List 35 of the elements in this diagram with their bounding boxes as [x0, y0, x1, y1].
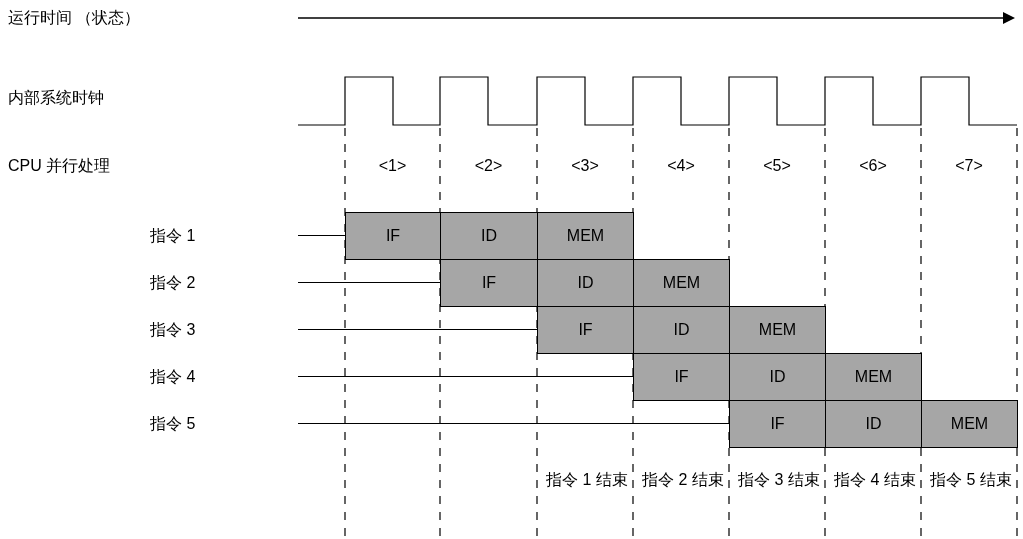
- pipeline-stage: IF: [633, 353, 730, 401]
- pipeline-stage: ID: [729, 353, 826, 401]
- instruction-label: 指令 2: [150, 273, 196, 293]
- pipeline-stage: MEM: [921, 400, 1018, 448]
- instruction-label: 指令 4: [150, 367, 196, 387]
- cycle-number: <5>: [762, 156, 792, 176]
- cycle-number: <3>: [570, 156, 600, 176]
- pipeline-stage: ID: [633, 306, 730, 354]
- pipeline-stage: ID: [537, 259, 634, 307]
- end-note: 指令 3 结束: [738, 470, 820, 490]
- cycle-number: <7>: [954, 156, 984, 176]
- pipeline-stage: IF: [440, 259, 538, 307]
- pipeline-stage: IF: [537, 306, 634, 354]
- instruction-label: 指令 1: [150, 226, 196, 246]
- instruction-label: 指令 3: [150, 320, 196, 340]
- end-note: 指令 5 结束: [930, 470, 1012, 490]
- cycle-number: <6>: [858, 156, 888, 176]
- pipeline-stage: IF: [345, 212, 441, 260]
- pipeline-stage: MEM: [825, 353, 922, 401]
- cycle-number: <2>: [473, 156, 504, 176]
- pipeline-stage: ID: [440, 212, 538, 260]
- cycle-number: <4>: [666, 156, 696, 176]
- instruction-label: 指令 5: [150, 414, 196, 434]
- row-title: CPU 并行处理: [8, 156, 111, 176]
- end-note: 指令 2 结束: [642, 470, 724, 490]
- pipeline-stage: MEM: [633, 259, 730, 307]
- cycle-number: <1>: [377, 156, 408, 176]
- row-title: 内部系统时钟: [8, 88, 104, 108]
- pipeline-stage: MEM: [537, 212, 634, 260]
- pipeline-stage: IF: [729, 400, 826, 448]
- pipeline-stage: ID: [825, 400, 922, 448]
- pipeline-stage: MEM: [729, 306, 826, 354]
- end-note: 指令 4 结束: [834, 470, 916, 490]
- end-note: 指令 1 结束: [546, 470, 628, 490]
- axis-title: 运行时间 （状态）: [8, 8, 141, 28]
